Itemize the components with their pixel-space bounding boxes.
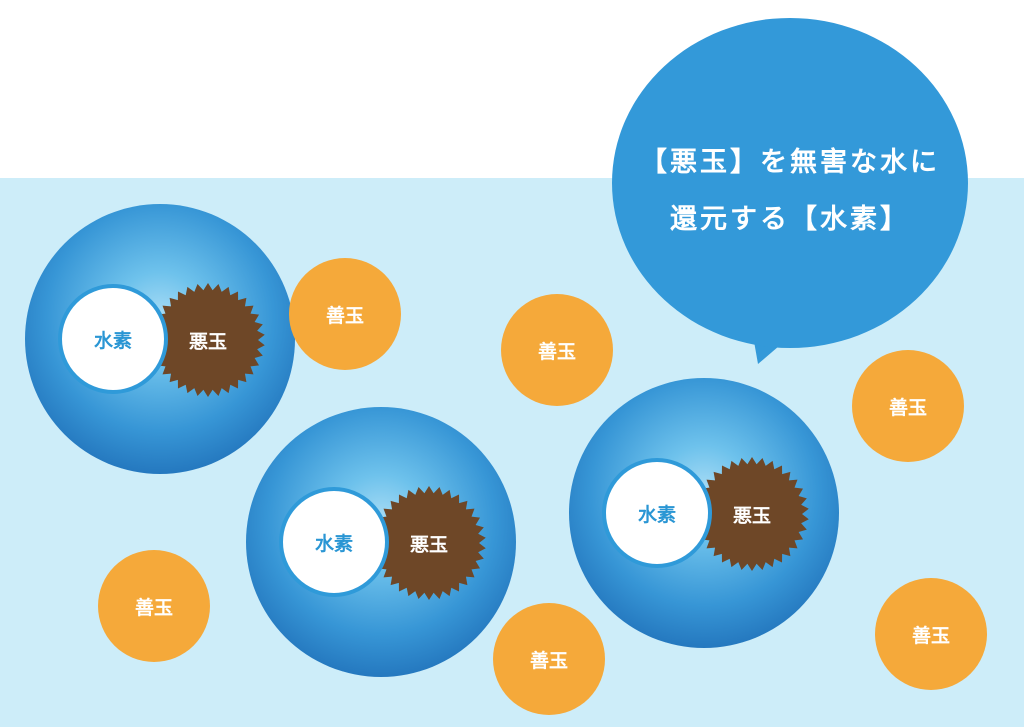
good-ball-6: 善玉: [875, 578, 987, 690]
speech-bubble-body: [612, 18, 968, 348]
good-label-2: 善玉: [537, 340, 576, 363]
good-label-3: 善玉: [888, 396, 927, 419]
bad-label-2: 悪玉: [409, 533, 448, 556]
good-ball-5: 善玉: [493, 603, 605, 715]
hydrogen-label-1: 水素: [93, 329, 132, 352]
bad-ball-2: 悪玉: [371, 485, 487, 601]
good-label-5: 善玉: [529, 649, 568, 672]
bubble-text-line2: 還元する【水素】: [670, 204, 910, 235]
good-label-1: 善玉: [325, 304, 364, 327]
bad-ball-spikes: [695, 457, 809, 571]
bad-ball-shape-2: [372, 486, 486, 600]
bad-ball-spikes: [372, 486, 486, 600]
bad-ball-spikes: [151, 283, 265, 397]
good-ball-4: 善玉: [98, 550, 210, 662]
hydrogen-label-2: 水素: [314, 532, 353, 555]
bad-ball-shape-1: [151, 283, 265, 397]
bubble-text-line1: 【悪玉】を無害な水に: [640, 147, 940, 178]
good-ball-2: 善玉: [501, 294, 613, 406]
good-label-6: 善玉: [911, 624, 950, 647]
bad-ball-shape-3: [695, 457, 809, 571]
bad-ball-3: 悪玉: [694, 456, 810, 572]
good-label-4: 善玉: [134, 596, 173, 619]
bad-label-1: 悪玉: [188, 330, 227, 353]
bad-label-3: 悪玉: [732, 504, 771, 527]
good-ball-3: 善玉: [852, 350, 964, 462]
hydrogen-label-3: 水素: [637, 503, 676, 526]
hydrogen-circle-2: 水素: [279, 487, 389, 597]
hydrogen-circle-1: 水素: [58, 284, 168, 394]
bad-ball-1: 悪玉: [150, 282, 266, 398]
good-ball-1: 善玉: [289, 258, 401, 370]
hydrogen-circle-3: 水素: [602, 458, 712, 568]
